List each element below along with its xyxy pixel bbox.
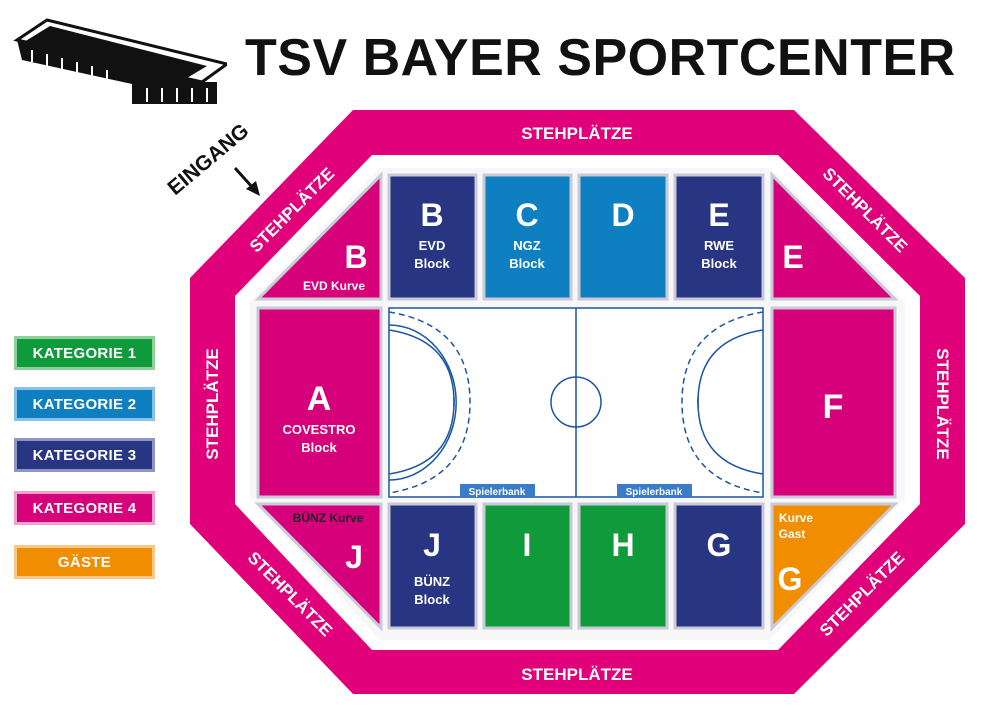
block-j-kurve-letter: J [345,539,363,575]
block-a-sub2: Block [301,440,337,455]
block-e-kurve-letter: E [782,239,803,275]
block-g-kurve-sub2: Gast [779,527,806,541]
block-j-sub1: BÜNZ [414,574,450,589]
legend-kategorie-2: KATEGORIE 2 [14,387,155,421]
goal-area-left [388,324,457,481]
block-c-sub1: NGZ [513,238,541,253]
block-e-sub2: Block [701,256,737,271]
block-g-kurve[interactable] [770,502,899,632]
standing-label-right: STEHPLÄTZE [933,348,952,459]
standing-label-left: STEHPLÄTZE [203,348,222,459]
player-bench-right-label: Spielerbank [626,487,683,498]
page-title: TSV BAYER SPORTCENTER [245,29,956,87]
freethrow-left [388,311,471,494]
block-b-sub2: Block [414,256,450,271]
legend-label: KATEGORIE 3 [32,446,137,464]
block-b-kurve-letter: B [344,239,367,275]
block-c-letter: C [515,197,538,233]
legend-label: GÄSTE [57,553,112,571]
block-b-sub1: EVD [419,238,446,253]
block-g-kurve-sub1: Kurve [779,511,813,525]
block-j-letter: J [423,527,441,563]
block-a-letter: A [307,380,332,418]
standing-label-bottom: STEHPLÄTZE [521,665,632,684]
legend-label: KATEGORIE 4 [32,499,137,517]
entrance-marker: EINGANG [163,119,260,200]
building-icon [13,18,227,104]
block-g[interactable] [673,502,765,630]
legend-label: KATEGORIE 1 [32,344,137,362]
block-j-kurve[interactable] [254,502,383,632]
standing-label-top: STEHPLÄTZE [521,124,632,143]
block-c-ngz[interactable] [482,173,573,301]
legend-kategorie-4: KATEGORIE 4 [14,491,155,525]
legend-kategorie-3: KATEGORIE 3 [14,438,155,472]
block-b-kurve-sub: EVD Kurve [303,279,365,293]
block-e-rwe[interactable] [673,173,765,301]
block-j-sub2: Block [414,592,450,607]
block-e-letter: E [708,197,729,233]
block-c-sub2: Block [509,256,545,271]
block-e-sub1: RWE [704,238,734,253]
block-g-kurve-letter: G [778,561,803,597]
player-bench-left [460,484,535,498]
legend-label: KATEGORIE 2 [32,395,137,413]
legend-kategorie-1: KATEGORIE 1 [14,336,155,370]
block-i[interactable] [482,502,573,630]
legend-gaeste: GÄSTE [14,545,155,579]
block-e-kurve[interactable] [770,171,899,301]
block-a-covestro[interactable] [256,306,383,499]
block-h-letter: H [611,527,634,563]
block-j-kurve-sub: BÜNZ Kurve [293,510,364,525]
block-d-letter: D [611,197,634,233]
arrow-icon [246,181,260,196]
player-bench-left-label: Spielerbank [469,487,526,498]
block-b-evd[interactable] [387,173,478,301]
block-f-letter: F [823,388,844,426]
block-d[interactable] [577,173,669,301]
court-center-circle [550,376,602,428]
block-j-buenz[interactable] [387,502,478,630]
block-g-letter: G [707,527,732,563]
block-i-letter: I [523,527,532,563]
block-a-sub1: COVESTRO [283,422,356,437]
block-f[interactable] [770,306,897,499]
block-h[interactable] [577,502,669,630]
block-b-kurve[interactable] [254,171,383,301]
block-b-letter: B [420,197,443,233]
freethrow-right [681,311,764,494]
player-bench-right [617,484,692,498]
